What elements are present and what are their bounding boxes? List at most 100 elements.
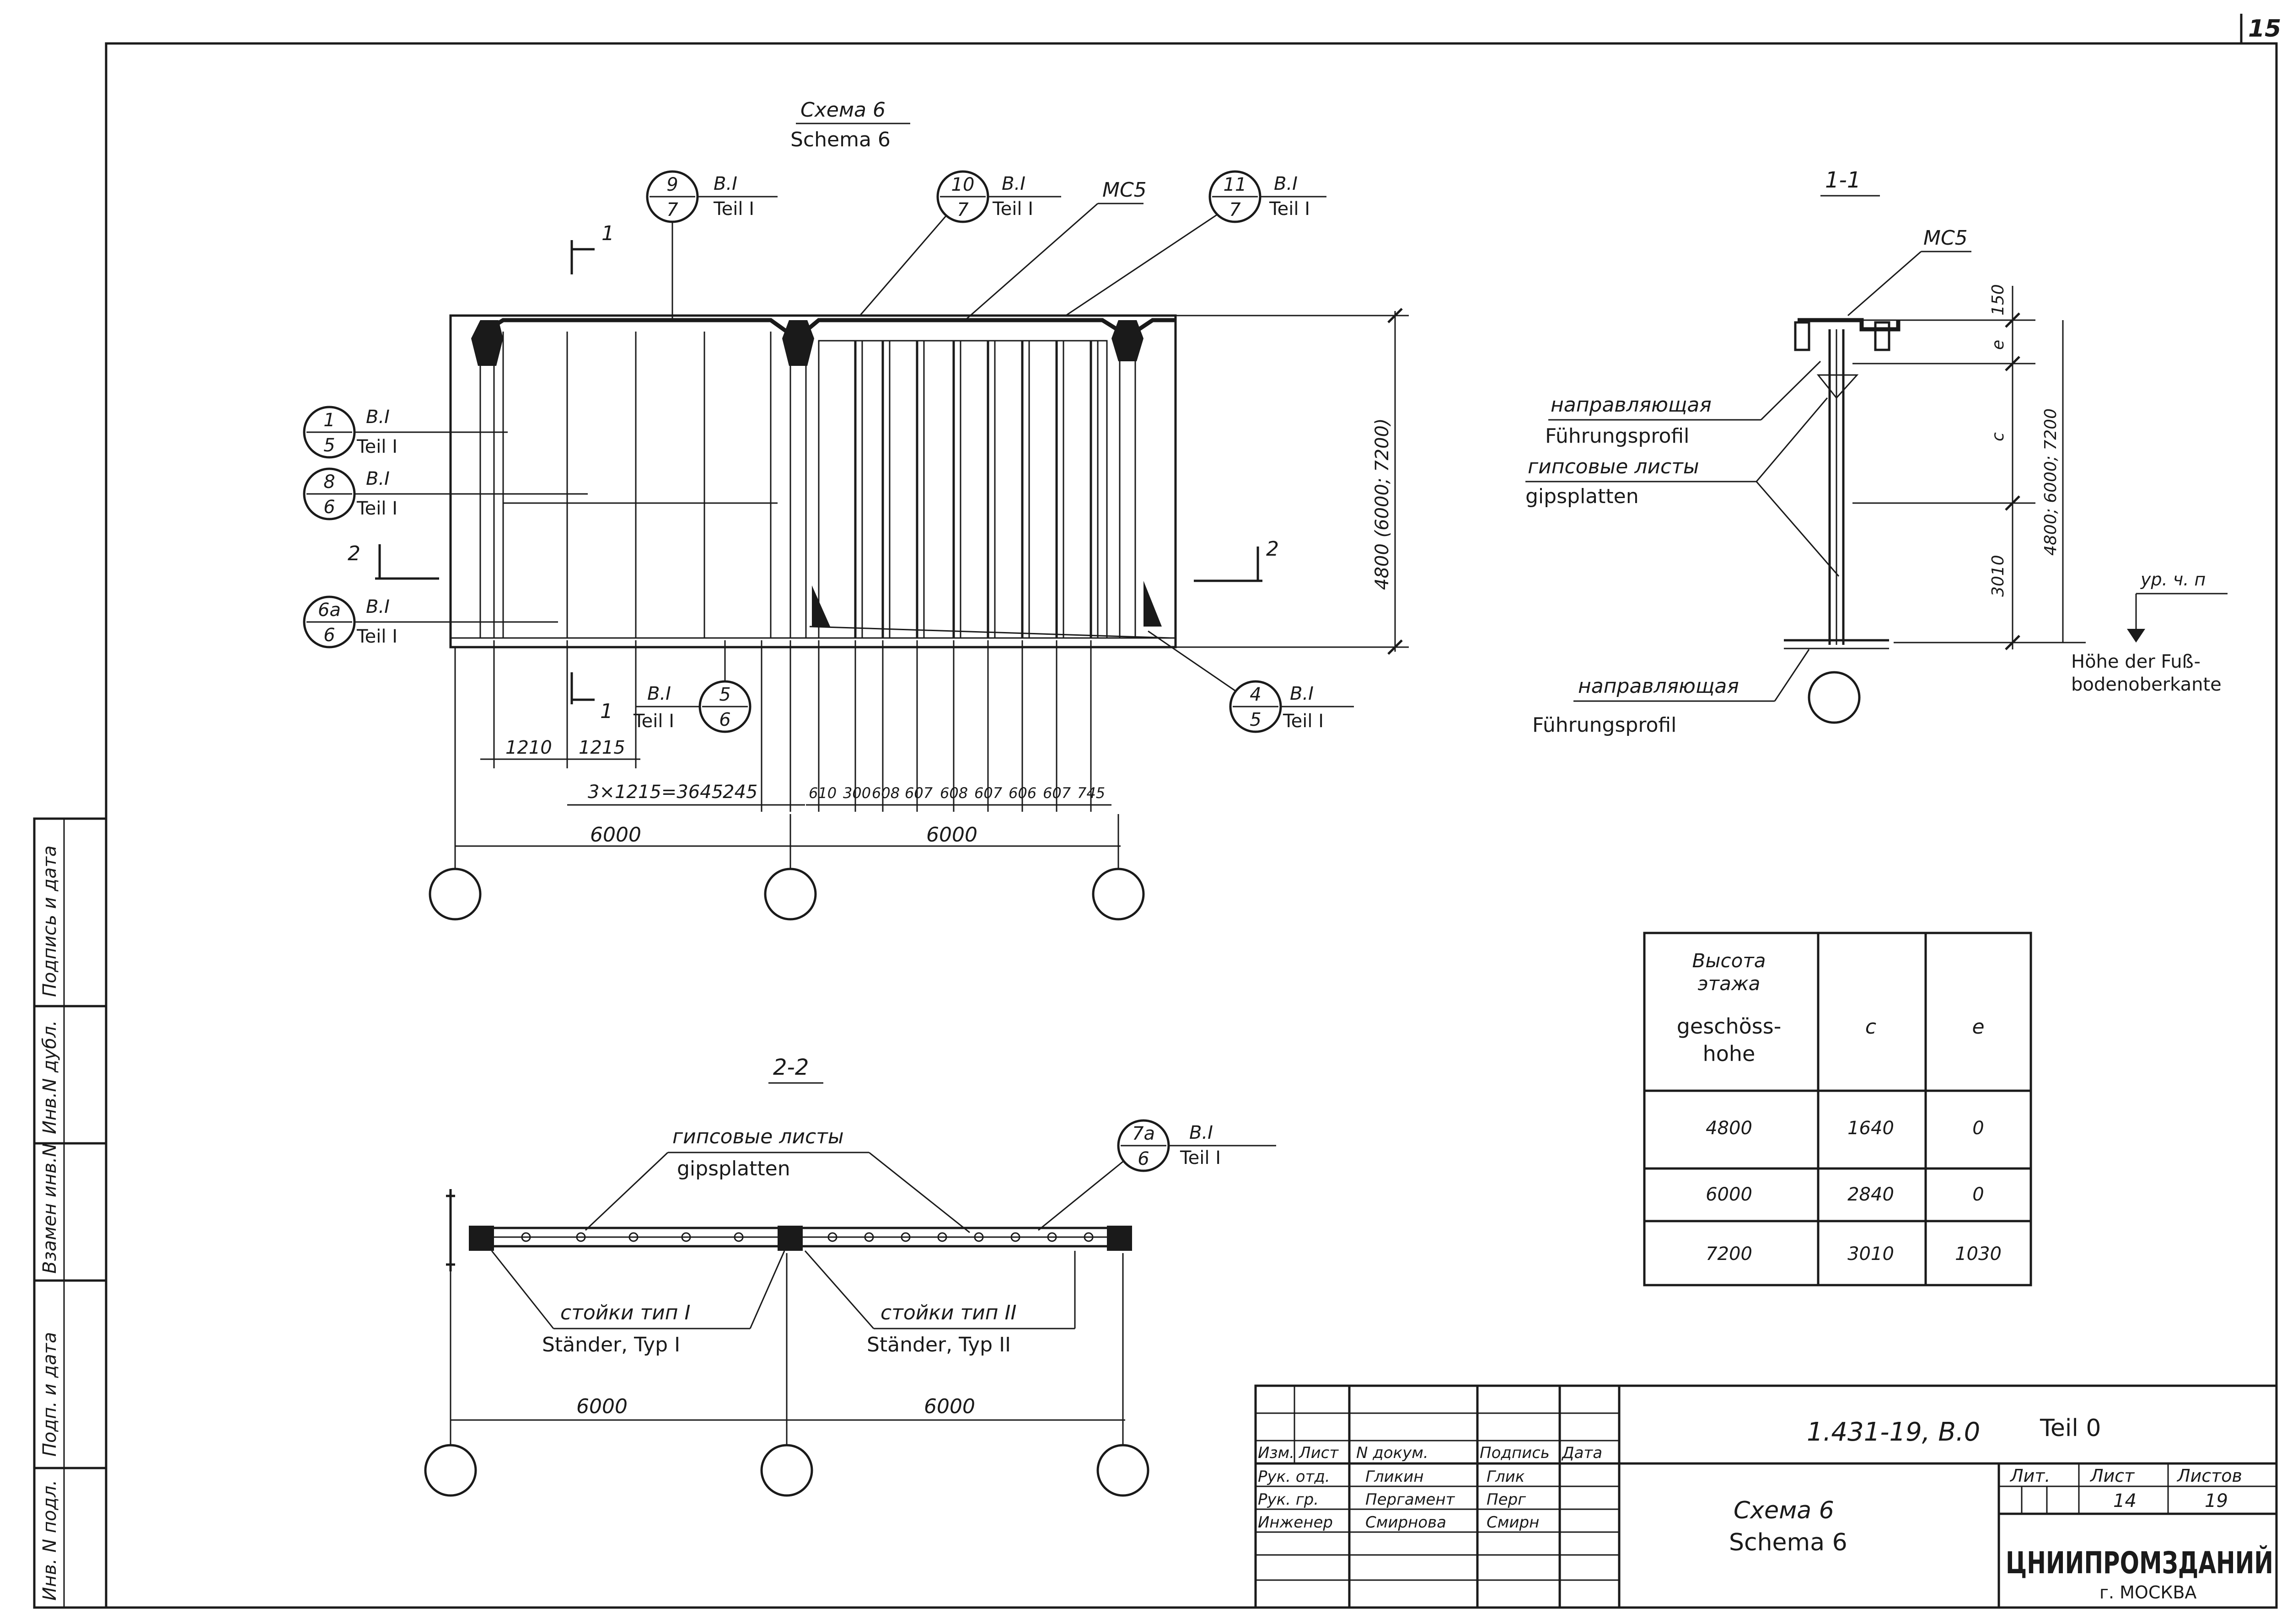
callout-bottom: Teil I (356, 498, 397, 519)
gypsum-label-ru: гипсовые листы (1528, 455, 1699, 478)
dim-608b: 608 (940, 784, 968, 802)
section-1-1: 1-1 МС5 150 e c 3010 4800; 6000; 7200 на… (1525, 167, 2228, 737)
tb-part: Teil 0 (2040, 1415, 2101, 1442)
callout-node-1: 1 5 В.I Teil I (303, 406, 508, 459)
callout-top: В.I (1274, 173, 1298, 194)
callout-bottom: Teil I (633, 711, 674, 732)
dim-245: 245 (723, 782, 757, 803)
callout-num: 11 (1224, 174, 1247, 195)
dim-606: 606 (1009, 784, 1036, 802)
section-1-1-title: 1-1 (1825, 167, 1861, 193)
tb-sheet-label: Лист (2089, 1466, 2135, 1486)
callout-num: 4 (1250, 684, 1261, 705)
callout-top: В.I (1189, 1122, 1213, 1143)
sheet-number: 15 (2248, 15, 2281, 43)
dim-607: 607 (905, 784, 933, 802)
tb-header-sheet: Лист (1298, 1444, 1339, 1462)
tb-name: Смирнова (1365, 1513, 1446, 1532)
tb-role: Рук. гр. (1258, 1490, 1319, 1509)
section-2-2-gypsum-ru: гипсовые листы (672, 1125, 844, 1148)
stamp-sign-date-2: Подп. и дата (39, 1332, 60, 1457)
side-stamp: Подпись и дата Инв.N дубл. Взамен инв.N … (33, 817, 107, 1609)
callout-node-9: 9 7 В.I Teil I (646, 170, 778, 320)
main-elevation: Схема 6 Schema 6 (303, 98, 1409, 921)
callout-node-4: 4 5 В.I Teil I (1148, 630, 1354, 733)
callout-top: В.I (366, 468, 390, 489)
stud1-label-de: Ständer, Typ I (542, 1333, 680, 1356)
tb-name: Гликин (1365, 1468, 1424, 1486)
main-title-de: Schema 6 (790, 128, 891, 151)
callout-bottom: Teil I (356, 436, 397, 457)
section-mark-2-right: 2 (1194, 537, 1279, 582)
stud2-label-de: Ständer, Typ II (867, 1333, 1011, 1356)
table-header-ru-2: этажа (1698, 972, 1761, 995)
section-height-dim: 4800; 6000; 7200 (2041, 408, 2060, 556)
callout-top: В.I (1290, 683, 1314, 704)
tb-header-doc: N докум. (1356, 1444, 1428, 1462)
callout-den: 6 (323, 497, 335, 518)
main-height-dimension: 4800 (6000; 7200) (1176, 308, 1409, 655)
callout-num: 1 (323, 410, 335, 431)
tb-lit-label: Лит. (2009, 1466, 2051, 1486)
tb-signature: Смирн (1487, 1513, 1539, 1532)
callout-den: 7 (957, 199, 969, 220)
callout-bottom: Teil I (1269, 198, 1310, 220)
tb-city: г. МОСКВА (2099, 1582, 2196, 1603)
callout-num: 5 (719, 684, 730, 705)
callout-bottom: Teil I (713, 198, 754, 220)
section-1-1-ms5: МС5 (1923, 226, 1968, 250)
callout-num: 10 (951, 174, 975, 195)
tb-designation: 1.431-19, В.0 (1807, 1417, 1980, 1447)
table-cell-h: 4800 (1706, 1118, 1752, 1139)
table-header-de-2: hohe (1703, 1041, 1756, 1066)
callout-top: В.I (647, 683, 671, 704)
section-2-2-title: 2-2 (773, 1055, 809, 1080)
height-table: Высота этажа geschöss- hohe c e 4800 164… (1643, 932, 2032, 1286)
guide-label-de: Führungsprofil (1545, 424, 1689, 448)
main-dimensions: 1210 1215 3×1215=3645 245 610 300 608 60… (454, 640, 1121, 869)
dim-607b: 607 (974, 784, 1003, 802)
callout-bottom: Teil I (356, 626, 397, 647)
dim-1215: 1215 (579, 737, 625, 758)
level-text-2: bodenoberkante (2071, 674, 2222, 695)
tb-sheet-title-de: Schema 6 (1729, 1529, 1847, 1556)
dim-607c: 607 (1043, 784, 1071, 802)
callout-den: 5 (1250, 709, 1261, 730)
section-2-2-span-right: 6000 (924, 1395, 975, 1418)
tb-signature: Перг (1487, 1490, 1526, 1509)
tb-sheets-label: Листов (2176, 1466, 2242, 1486)
tb-header-change: Изм. (1258, 1444, 1294, 1462)
section-mark-label: 2 (1266, 537, 1279, 561)
span-6000-right: 6000 (926, 823, 977, 847)
callout-node-6a: 6а 6 В.I Teil I (303, 595, 558, 649)
tb-sheet-title-ru: Схема 6 (1734, 1497, 1834, 1524)
stamp-replace-inv: Взамен инв.N (39, 1143, 60, 1274)
callout-top: В.I (714, 173, 737, 194)
callout-bottom: Teil I (1180, 1147, 1221, 1168)
stud-marks (521, 1232, 1094, 1242)
dim-150: 150 (1989, 284, 2008, 316)
span-6000-left: 6000 (590, 823, 641, 847)
section-mark-label: 2 (348, 542, 360, 565)
callout-top: В.I (366, 407, 390, 428)
callout-den: 7 (1229, 199, 1241, 220)
table-col-e: e (1972, 1015, 1984, 1039)
table-cell-e: 0 (1972, 1184, 1984, 1205)
section-mark-label: 1 (600, 700, 613, 723)
table-cell-c: 3010 (1847, 1243, 1894, 1265)
dim-608: 608 (872, 784, 900, 802)
callout-num: 9 (666, 174, 678, 195)
callout-top: В.I (1002, 173, 1025, 194)
callout-den: 6 (1138, 1148, 1149, 1169)
callout-num: 7а (1132, 1123, 1155, 1144)
tb-role: Инженер (1258, 1513, 1333, 1532)
stud2-label-ru: стойки тип II (880, 1301, 1016, 1324)
title-block: Изм. Лист N докум. Подпись Дата Рук. отд… (1254, 1384, 2278, 1609)
guide2-label-de: Führungsprofil (1532, 713, 1676, 737)
callout-bottom: Teil I (992, 198, 1033, 220)
stud1-label-ru: стойки тип I (560, 1301, 690, 1324)
tb-header-date: Дата (1561, 1444, 1602, 1462)
right-bay-studs (809, 340, 1171, 639)
section-2-2-gypsum-de: gipsplatten (677, 1157, 790, 1180)
